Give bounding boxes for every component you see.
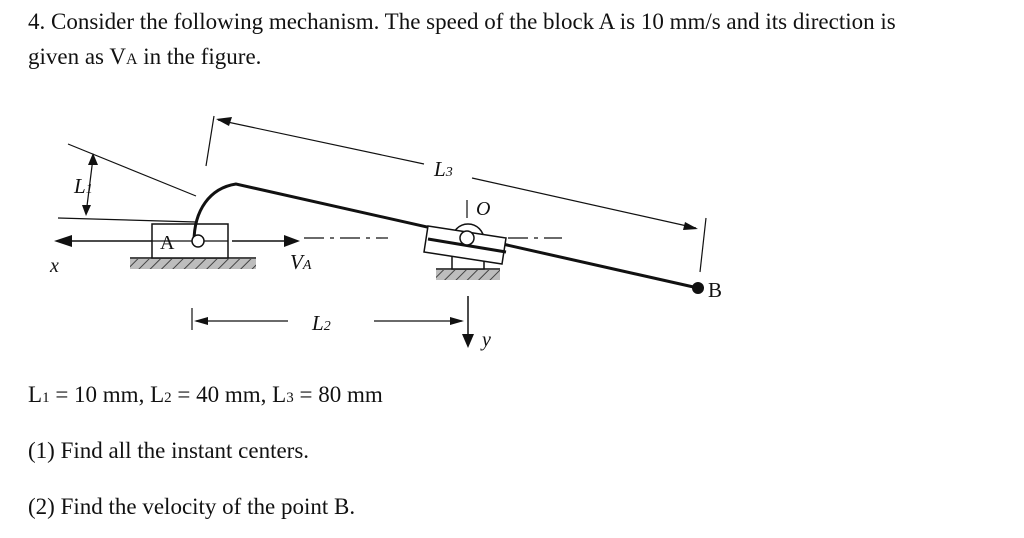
label-a: A xyxy=(160,232,175,254)
label-l3: L3 xyxy=(433,157,453,181)
given-l2-value: = 40 mm, xyxy=(171,382,273,407)
question-line-2: given as VA in the figure. xyxy=(28,45,261,68)
question-va-subscript: A xyxy=(125,51,138,68)
question-number: 4. xyxy=(28,9,46,34)
x-axis: x xyxy=(49,235,152,277)
dimension-l2: L2 xyxy=(191,308,464,335)
given-l3-subscript: 3 xyxy=(286,390,294,406)
block-a: A xyxy=(151,223,229,259)
label-b: B xyxy=(708,278,722,302)
question-line-1: 4. Consider the following mechanism. The… xyxy=(28,10,896,33)
label-y: y xyxy=(480,329,491,351)
link-ab xyxy=(192,182,699,290)
task-1: (1) Find all the instant centers. xyxy=(28,438,310,463)
given-l3-symbol: L xyxy=(272,382,287,407)
y-axis: y xyxy=(462,296,491,351)
task-2: (2) Find the velocity of the point B. xyxy=(28,494,356,519)
velocity-va-arrow: VA xyxy=(232,235,312,274)
point-b xyxy=(692,282,704,294)
question-text-line-1: Consider the following mechanism. The sp… xyxy=(51,9,896,34)
label-o: O xyxy=(476,198,490,220)
given-l3-value: = 80 mm xyxy=(293,382,383,407)
dimension-l1: L1 xyxy=(57,143,197,223)
label-va: VA xyxy=(290,250,312,274)
given-l2-subscript: 2 xyxy=(164,390,172,406)
label-x: x xyxy=(49,255,59,277)
given-l1-value: = 10 mm, xyxy=(49,382,151,407)
pin-a xyxy=(191,234,205,248)
given-l2-symbol: L xyxy=(150,382,165,407)
given-l1-subscript: 1 xyxy=(42,390,50,406)
question-text-line-2a: given as V xyxy=(28,44,126,69)
ground-a xyxy=(130,257,256,269)
label-l1: L1 xyxy=(73,174,93,198)
pivot-o: O xyxy=(423,198,507,280)
dimension-l3: L3 xyxy=(205,115,707,273)
given-l1-symbol: L xyxy=(28,382,43,407)
label-l2: L2 xyxy=(311,311,331,335)
given-values: L1 = 10 mm, L2 = 40 mm, L3 = 80 mm xyxy=(28,383,383,406)
question-text-line-2b: in the figure. xyxy=(137,44,262,69)
